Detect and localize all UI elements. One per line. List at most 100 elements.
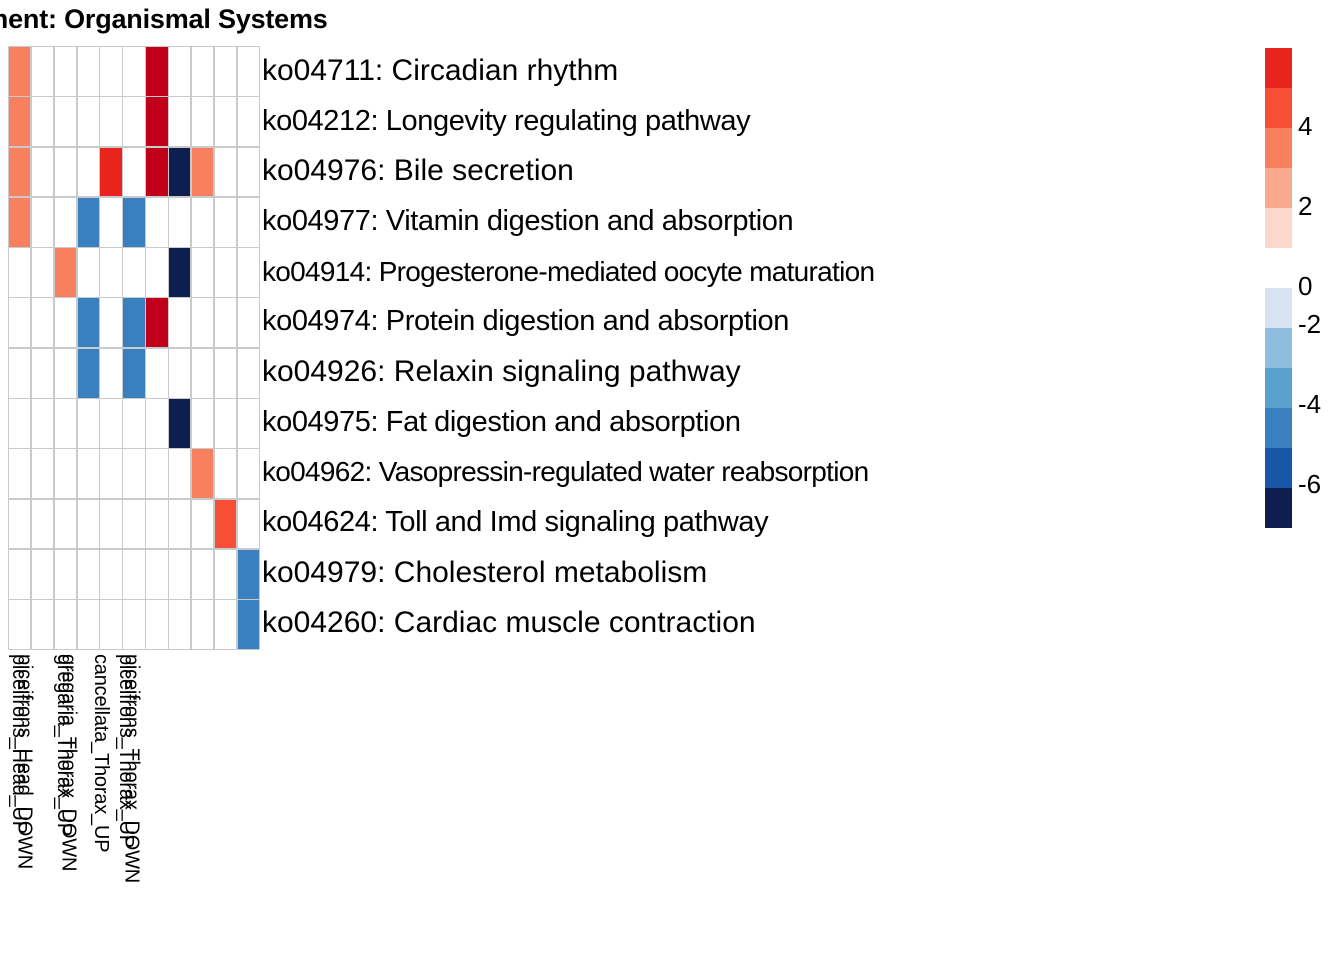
- heatmap-cell: [191, 348, 214, 398]
- heatmap-cell-filled: [9, 197, 31, 247]
- heatmap-cell: [214, 97, 237, 147]
- heatmap-cell: [214, 449, 237, 499]
- heatmap-cell: [31, 147, 54, 197]
- heatmap-cell: [31, 499, 54, 549]
- heatmap-cell-filled: [146, 298, 168, 348]
- heatmap-cell: [123, 600, 145, 649]
- heatmap-cell-filled: [9, 97, 31, 147]
- heatmap-cell-filled: [77, 348, 100, 398]
- heatmap-cell: [77, 499, 100, 549]
- heatmap-cell: [77, 398, 100, 448]
- heatmap-cell: [77, 449, 100, 499]
- heatmap-cell: [237, 197, 259, 247]
- heatmap-cell: [237, 147, 259, 197]
- heatmap-cell: [31, 97, 54, 147]
- heatmap-cell: [9, 248, 31, 298]
- heatmap-cell: [237, 449, 259, 499]
- heatmap-cell: [123, 47, 145, 96]
- heatmap-cell: [191, 398, 214, 448]
- heatmap-cell-filled: [54, 248, 77, 298]
- colorbar-swatch: [1265, 488, 1292, 528]
- heatmap-cell-filled: [77, 197, 100, 247]
- heatmap-cell-filled: [77, 298, 100, 348]
- heatmap-cell: [77, 47, 100, 96]
- column-label: gregaria_Thorax_DOWN: [57, 654, 80, 872]
- heatmap-cell: [168, 298, 191, 348]
- row-label: ko04976: Bile secretion: [262, 154, 574, 188]
- heatmap-cell: [214, 197, 237, 247]
- heatmap-cell: [77, 549, 100, 599]
- heatmap-cell: [31, 549, 54, 599]
- colorbar-tick: 4: [1298, 111, 1313, 141]
- heatmap-cell: [237, 47, 259, 96]
- heatmap-cell: [100, 97, 122, 147]
- heatmap-cell: [54, 398, 77, 448]
- heatmap-cell: [100, 499, 122, 549]
- heatmap-cell: [168, 499, 191, 549]
- heatmap-cell: [77, 97, 100, 147]
- heatmap-cell: [123, 449, 145, 499]
- heatmap-cell: [168, 47, 191, 96]
- heatmap-cell: [100, 348, 122, 398]
- heatmap-cell: [237, 298, 259, 348]
- heatmap-cell: [100, 549, 122, 599]
- heatmap-cell: [214, 398, 237, 448]
- colorbar-swatch: [1265, 288, 1292, 328]
- heatmap-cell: [9, 499, 31, 549]
- colorbar-swatch: [1265, 248, 1292, 288]
- colorbar-swatch: [1265, 208, 1292, 248]
- heatmap-cell: [54, 197, 77, 247]
- heatmap-cell: [54, 549, 77, 599]
- heatmap-cell: [123, 499, 145, 549]
- heatmap-cell: [77, 248, 100, 298]
- colorbar-swatch: [1265, 48, 1292, 88]
- column-label: piceifrons_Thorax_DOWN: [120, 654, 143, 884]
- colorbar-swatch: [1265, 128, 1292, 168]
- colorbar-tick: -2: [1298, 309, 1322, 339]
- page-title: hment: Organismal Systems: [0, 4, 328, 34]
- heatmap-cell: [31, 348, 54, 398]
- heatmap-cell: [9, 600, 31, 649]
- row-label: ko04979: Cholesterol metabolism: [262, 555, 708, 589]
- row-label: ko04975: Fat digestion and absorption: [262, 405, 741, 438]
- heatmap-cell: [191, 97, 214, 147]
- row-label: ko04212: Longevity regulating pathway: [262, 104, 751, 137]
- heatmap-cell-filled: [168, 248, 191, 298]
- heatmap-grid: [8, 46, 260, 650]
- heatmap-cell: [214, 248, 237, 298]
- heatmap-cell: [100, 398, 122, 448]
- heatmap-cell: [237, 398, 259, 448]
- heatmap-cell-filled: [168, 147, 191, 197]
- heatmap-cell: [9, 398, 31, 448]
- heatmap-cell: [54, 147, 77, 197]
- heatmap-cell: [146, 549, 168, 599]
- heatmap-cell: [168, 197, 191, 247]
- heatmap-cell: [214, 47, 237, 96]
- column-label: cancellata_Thorax_UP: [90, 654, 112, 853]
- heatmap-cell: [168, 449, 191, 499]
- heatmap-cell: [191, 298, 214, 348]
- heatmap-cell: [9, 348, 31, 398]
- row-label: ko04711: Circadian rhythm: [262, 54, 619, 88]
- heatmap-cell: [100, 600, 122, 649]
- heatmap-cell: [100, 197, 122, 247]
- row-label: ko04926: Relaxin signaling pathway: [262, 355, 741, 389]
- heatmap-cell: [191, 197, 214, 247]
- heatmap-cell: [214, 549, 237, 599]
- heatmap-cell: [191, 600, 214, 649]
- colorbar-swatch: [1265, 88, 1292, 128]
- heatmap-cell: [214, 348, 237, 398]
- row-label: ko04974: Protein digestion and absorptio…: [262, 305, 789, 338]
- heatmap-cell: [237, 97, 259, 147]
- heatmap-cell-filled: [237, 600, 259, 649]
- heatmap-cell: [168, 549, 191, 599]
- heatmap-cell: [123, 97, 145, 147]
- heatmap-cell: [191, 499, 214, 549]
- heatmap-cell: [123, 398, 145, 448]
- heatmap-cell: [100, 47, 122, 96]
- heatmap-cell: [54, 499, 77, 549]
- heatmap-cell-filled: [237, 549, 259, 599]
- heatmap-cell: [31, 398, 54, 448]
- heatmap-cell: [9, 449, 31, 499]
